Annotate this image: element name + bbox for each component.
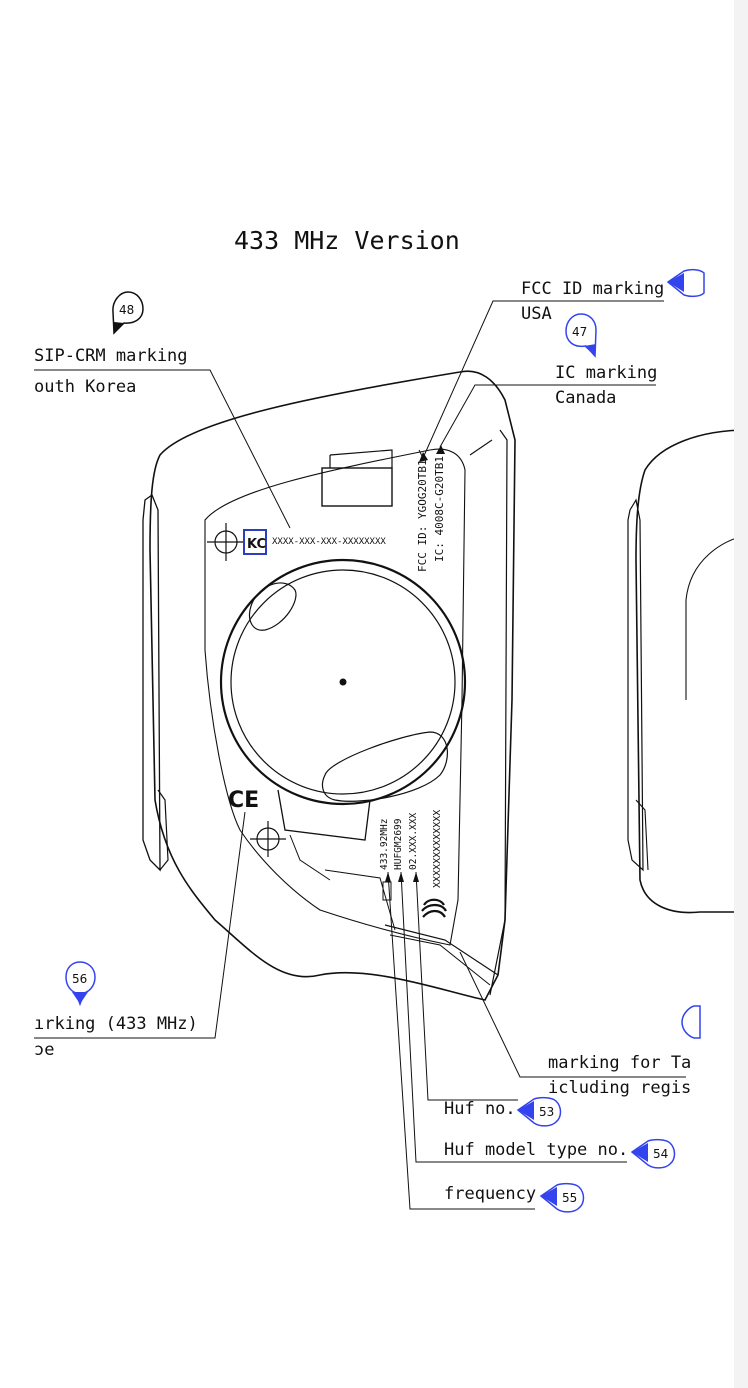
fcc-id-text: FCC ID: YGOG20TB1	[416, 459, 429, 572]
battery-cover	[219, 558, 467, 841]
callout-48: 48	[112, 291, 144, 335]
model-marking-text: HUFGM2699	[393, 818, 404, 870]
huf-no-marking-text: 02.XXX.XXX	[408, 813, 419, 870]
callout-54-number: 54	[653, 1147, 668, 1161]
scrollbar-track[interactable]	[734, 0, 748, 1388]
ce-label-line1: ırking (433 MHz)	[34, 1014, 198, 1034]
huf-model-label: Huf model type no.	[444, 1140, 628, 1160]
callout-48-number: 48	[119, 303, 134, 317]
fcc-label-line1: FCC ID marking	[521, 279, 664, 299]
kc-serial-text: XXXX-XXX-XXX-XXXXXXXX	[272, 537, 386, 547]
kc-mark-logo: KC	[243, 529, 267, 555]
leader-arrowheads	[385, 445, 445, 882]
huf-no-label: Huf no.	[444, 1099, 516, 1119]
frequency-marking-text: 433.92MHz	[379, 819, 390, 870]
diagram-title: 433 MHz Version	[234, 226, 460, 255]
fcc-label-line2: USA	[521, 304, 552, 324]
callout-partial-taiwan	[681, 1005, 701, 1039]
ic-label-line2: Canada	[555, 388, 616, 408]
alignment-crosshairs	[207, 523, 286, 857]
callout-55-number: 55	[562, 1191, 577, 1205]
callout-53-number: 53	[539, 1105, 554, 1119]
callout-47: 47	[565, 313, 597, 358]
ic-id-text: IC: 4008C-G20TB1	[433, 456, 446, 562]
kc-mark-text: KC	[247, 537, 266, 552]
callout-53: 53	[516, 1096, 562, 1127]
key-fob-body	[142, 370, 516, 1001]
second-key-fob-partial	[627, 429, 748, 914]
frequency-label: frequency	[444, 1184, 536, 1204]
callout-56-number: 56	[72, 972, 87, 986]
ic-label-line1: IC marking	[555, 363, 657, 383]
callout-55: 55	[539, 1182, 585, 1213]
leader-lines	[34, 300, 686, 1210]
callout-54: 54	[630, 1138, 676, 1169]
callout-56: 56	[65, 961, 96, 1007]
ncc-swirl-icon	[421, 898, 447, 918]
taiwan-label-line2: icluding regis	[548, 1078, 691, 1098]
taiwan-code-text: XXXXXXXXXXXXX	[432, 810, 443, 888]
sip-label-line1: SIP-CRM marking	[34, 346, 188, 366]
sip-label-line2: outh Korea	[34, 377, 136, 397]
ce-mark: CE	[228, 788, 259, 813]
taiwan-label-line1: marking for Ta	[548, 1053, 691, 1073]
callout-partial-fcc	[666, 268, 705, 298]
callout-47-number: 47	[572, 325, 587, 339]
ce-label-line2: ɔe	[34, 1040, 54, 1060]
